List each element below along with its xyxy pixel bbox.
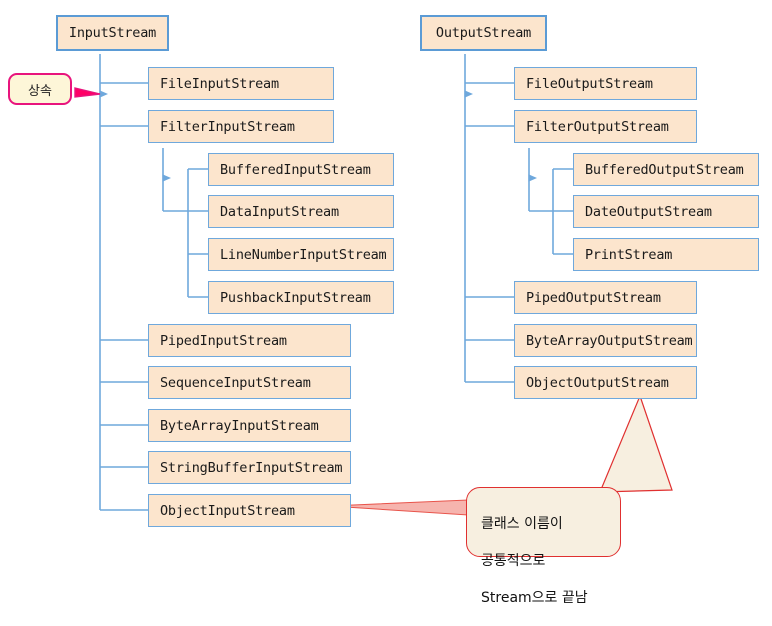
- legend-inheritance-label: 상속: [28, 83, 52, 99]
- node-filteroutputstream[interactable]: FilterOutputStream: [514, 110, 697, 143]
- node-label: InputStream: [68, 25, 157, 41]
- node-label: FilterOutputStream: [526, 118, 669, 135]
- callout-line-3: Stream으로 끝남: [481, 590, 588, 607]
- node-bytearrayinputstream[interactable]: ByteArrayInputStream: [148, 409, 351, 442]
- legend-inheritance-tag: 상속: [8, 73, 72, 105]
- node-pushbackinputstream[interactable]: PushbackInputStream: [208, 281, 394, 314]
- node-inputstream[interactable]: InputStream: [56, 15, 169, 51]
- node-fileoutputstream[interactable]: FileOutputStream: [514, 67, 697, 100]
- node-label: StringBufferInputStream: [160, 459, 343, 476]
- node-label: ByteArrayInputStream: [160, 417, 319, 434]
- node-label: FileOutputStream: [526, 75, 653, 92]
- callout-pointer-output: [599, 394, 673, 493]
- node-printstream[interactable]: PrintStream: [573, 238, 759, 271]
- node-label: BufferedOutputStream: [585, 161, 744, 178]
- inherit-pointer: [74, 87, 101, 98]
- node-objectinputstream[interactable]: ObjectInputStream: [148, 494, 351, 527]
- node-label: ObjectOutputStream: [526, 374, 669, 391]
- callout-line-2: 공통적으로: [481, 553, 546, 570]
- node-label: PrintStream: [585, 246, 673, 263]
- node-label: FileInputStream: [160, 75, 279, 92]
- node-label: FilterInputStream: [160, 118, 295, 135]
- node-datainputstream[interactable]: DataInputStream: [208, 195, 394, 228]
- node-bytearrayoutputstream[interactable]: ByteArrayOutputStream: [514, 324, 697, 357]
- diagram-canvas: 상속 InputStream FileInputStream FilterInp…: [8, 15, 759, 606]
- node-outputstream[interactable]: OutputStream: [420, 15, 547, 51]
- node-linenumberinputstream[interactable]: LineNumberInputStream: [208, 238, 394, 271]
- node-label: SequenceInputStream: [160, 374, 311, 391]
- node-label: PipedOutputStream: [526, 289, 661, 306]
- node-pipedoutputstream[interactable]: PipedOutputStream: [514, 281, 697, 314]
- node-fileinputstream[interactable]: FileInputStream: [148, 67, 334, 100]
- node-label: ObjectInputStream: [160, 502, 295, 519]
- node-bufferedinputstream[interactable]: BufferedInputStream: [208, 153, 394, 186]
- callout-note: 클래스 이름이 공통적으로 Stream으로 끝남: [466, 487, 621, 606]
- node-pipedinputstream[interactable]: PipedInputStream: [148, 324, 351, 357]
- node-label: OutputStream: [435, 25, 532, 41]
- node-label: LineNumberInputStream: [220, 246, 387, 263]
- node-label: PushbackInputStream: [220, 289, 371, 306]
- node-dateoutputstream[interactable]: DateOutputStream: [573, 195, 759, 228]
- node-label: DateOutputStream: [585, 203, 712, 220]
- node-bufferedoutputstream[interactable]: BufferedOutputStream: [573, 153, 759, 186]
- node-label: PipedInputStream: [160, 332, 287, 349]
- node-label: ByteArrayOutputStream: [526, 332, 693, 349]
- node-objectoutputstream[interactable]: ObjectOutputStream: [514, 366, 697, 399]
- node-filterinputstream[interactable]: FilterInputStream: [148, 110, 334, 143]
- node-stringbufferinputstream[interactable]: StringBufferInputStream: [148, 451, 351, 484]
- callout-line-1: 클래스 이름이: [481, 516, 563, 533]
- node-label: BufferedInputStream: [220, 161, 371, 178]
- node-sequenceinputstream[interactable]: SequenceInputStream: [148, 366, 351, 399]
- node-label: DataInputStream: [220, 203, 339, 220]
